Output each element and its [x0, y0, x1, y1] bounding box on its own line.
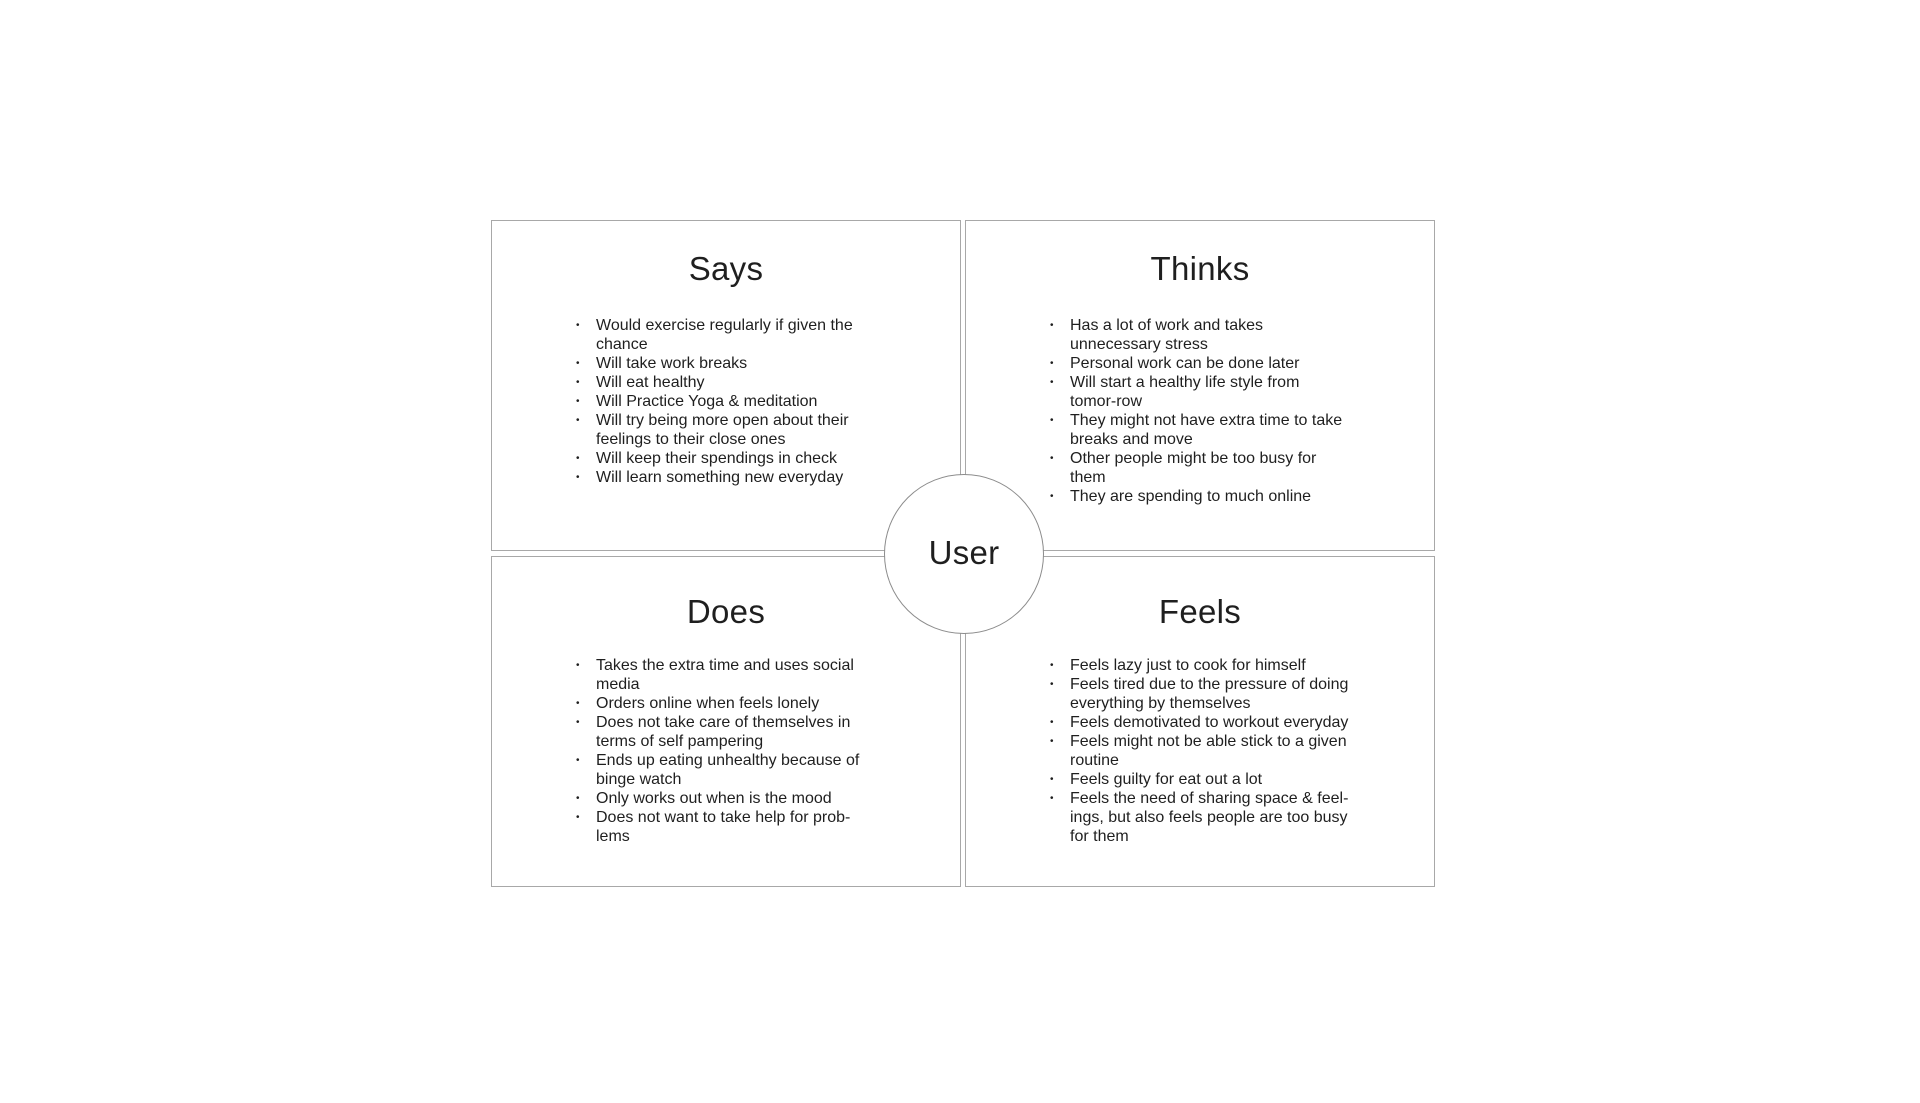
- list-item: Feels the need of sharing space & feel-i…: [1050, 789, 1350, 846]
- list-item: Takes the extra time and uses social med…: [576, 656, 876, 694]
- list-item: Feels guilty for eat out a lot: [1050, 770, 1350, 789]
- list-item: Feels tired due to the pressure of doing…: [1050, 675, 1350, 713]
- feels-list: Feels lazy just to cook for himself Feel…: [1050, 656, 1350, 846]
- feels-quadrant: Feels Feels lazy just to cook for himsel…: [965, 556, 1435, 887]
- list-item: Feels demotivated to workout everyday: [1050, 713, 1350, 732]
- user-circle: User: [884, 474, 1044, 634]
- list-item: Will Practice Yoga & meditation: [576, 392, 876, 411]
- list-item: Does not take care of themselves in term…: [576, 713, 876, 751]
- user-label: User: [928, 534, 1000, 571]
- list-item: Will take work breaks: [576, 354, 876, 373]
- list-item: Ends up eating unhealthy because of bing…: [576, 751, 876, 789]
- list-item: They are spending to much online: [1050, 487, 1350, 506]
- list-item: Will learn something new everyday: [576, 468, 876, 487]
- list-item: Will try being more open about their fee…: [576, 411, 876, 449]
- list-item: Feels lazy just to cook for himself: [1050, 656, 1350, 675]
- does-quadrant: Does Takes the extra time and uses socia…: [491, 556, 961, 887]
- does-title: Does: [686, 593, 766, 630]
- list-item: Feels might not be able stick to a given…: [1050, 732, 1350, 770]
- list-item: Will eat healthy: [576, 373, 876, 392]
- list-item: Will keep their spendings in check: [576, 449, 876, 468]
- list-item: Does not want to take help for prob-lems: [576, 808, 876, 846]
- thinks-title: Thinks: [1150, 250, 1250, 287]
- says-title: Says: [688, 250, 764, 287]
- says-quadrant: Says Would exercise regularly if given t…: [491, 220, 961, 551]
- list-item: Only works out when is the mood: [576, 789, 876, 808]
- feels-title: Feels: [1158, 593, 1242, 630]
- says-list: Would exercise regularly if given the ch…: [576, 316, 876, 487]
- list-item: Other people might be too busy for them: [1050, 449, 1350, 487]
- list-item: Has a lot of work and takes unnecessary …: [1050, 316, 1350, 354]
- thinks-quadrant: Thinks Has a lot of work and takes unnec…: [965, 220, 1435, 551]
- list-item: Would exercise regularly if given the ch…: [576, 316, 876, 354]
- list-item: Orders online when feels lonely: [576, 694, 876, 713]
- list-item: Will start a healthy life style from tom…: [1050, 373, 1350, 411]
- thinks-list: Has a lot of work and takes unnecessary …: [1050, 316, 1350, 506]
- list-item: Personal work can be done later: [1050, 354, 1350, 373]
- does-list: Takes the extra time and uses social med…: [576, 656, 876, 846]
- list-item: They might not have extra time to take b…: [1050, 411, 1350, 449]
